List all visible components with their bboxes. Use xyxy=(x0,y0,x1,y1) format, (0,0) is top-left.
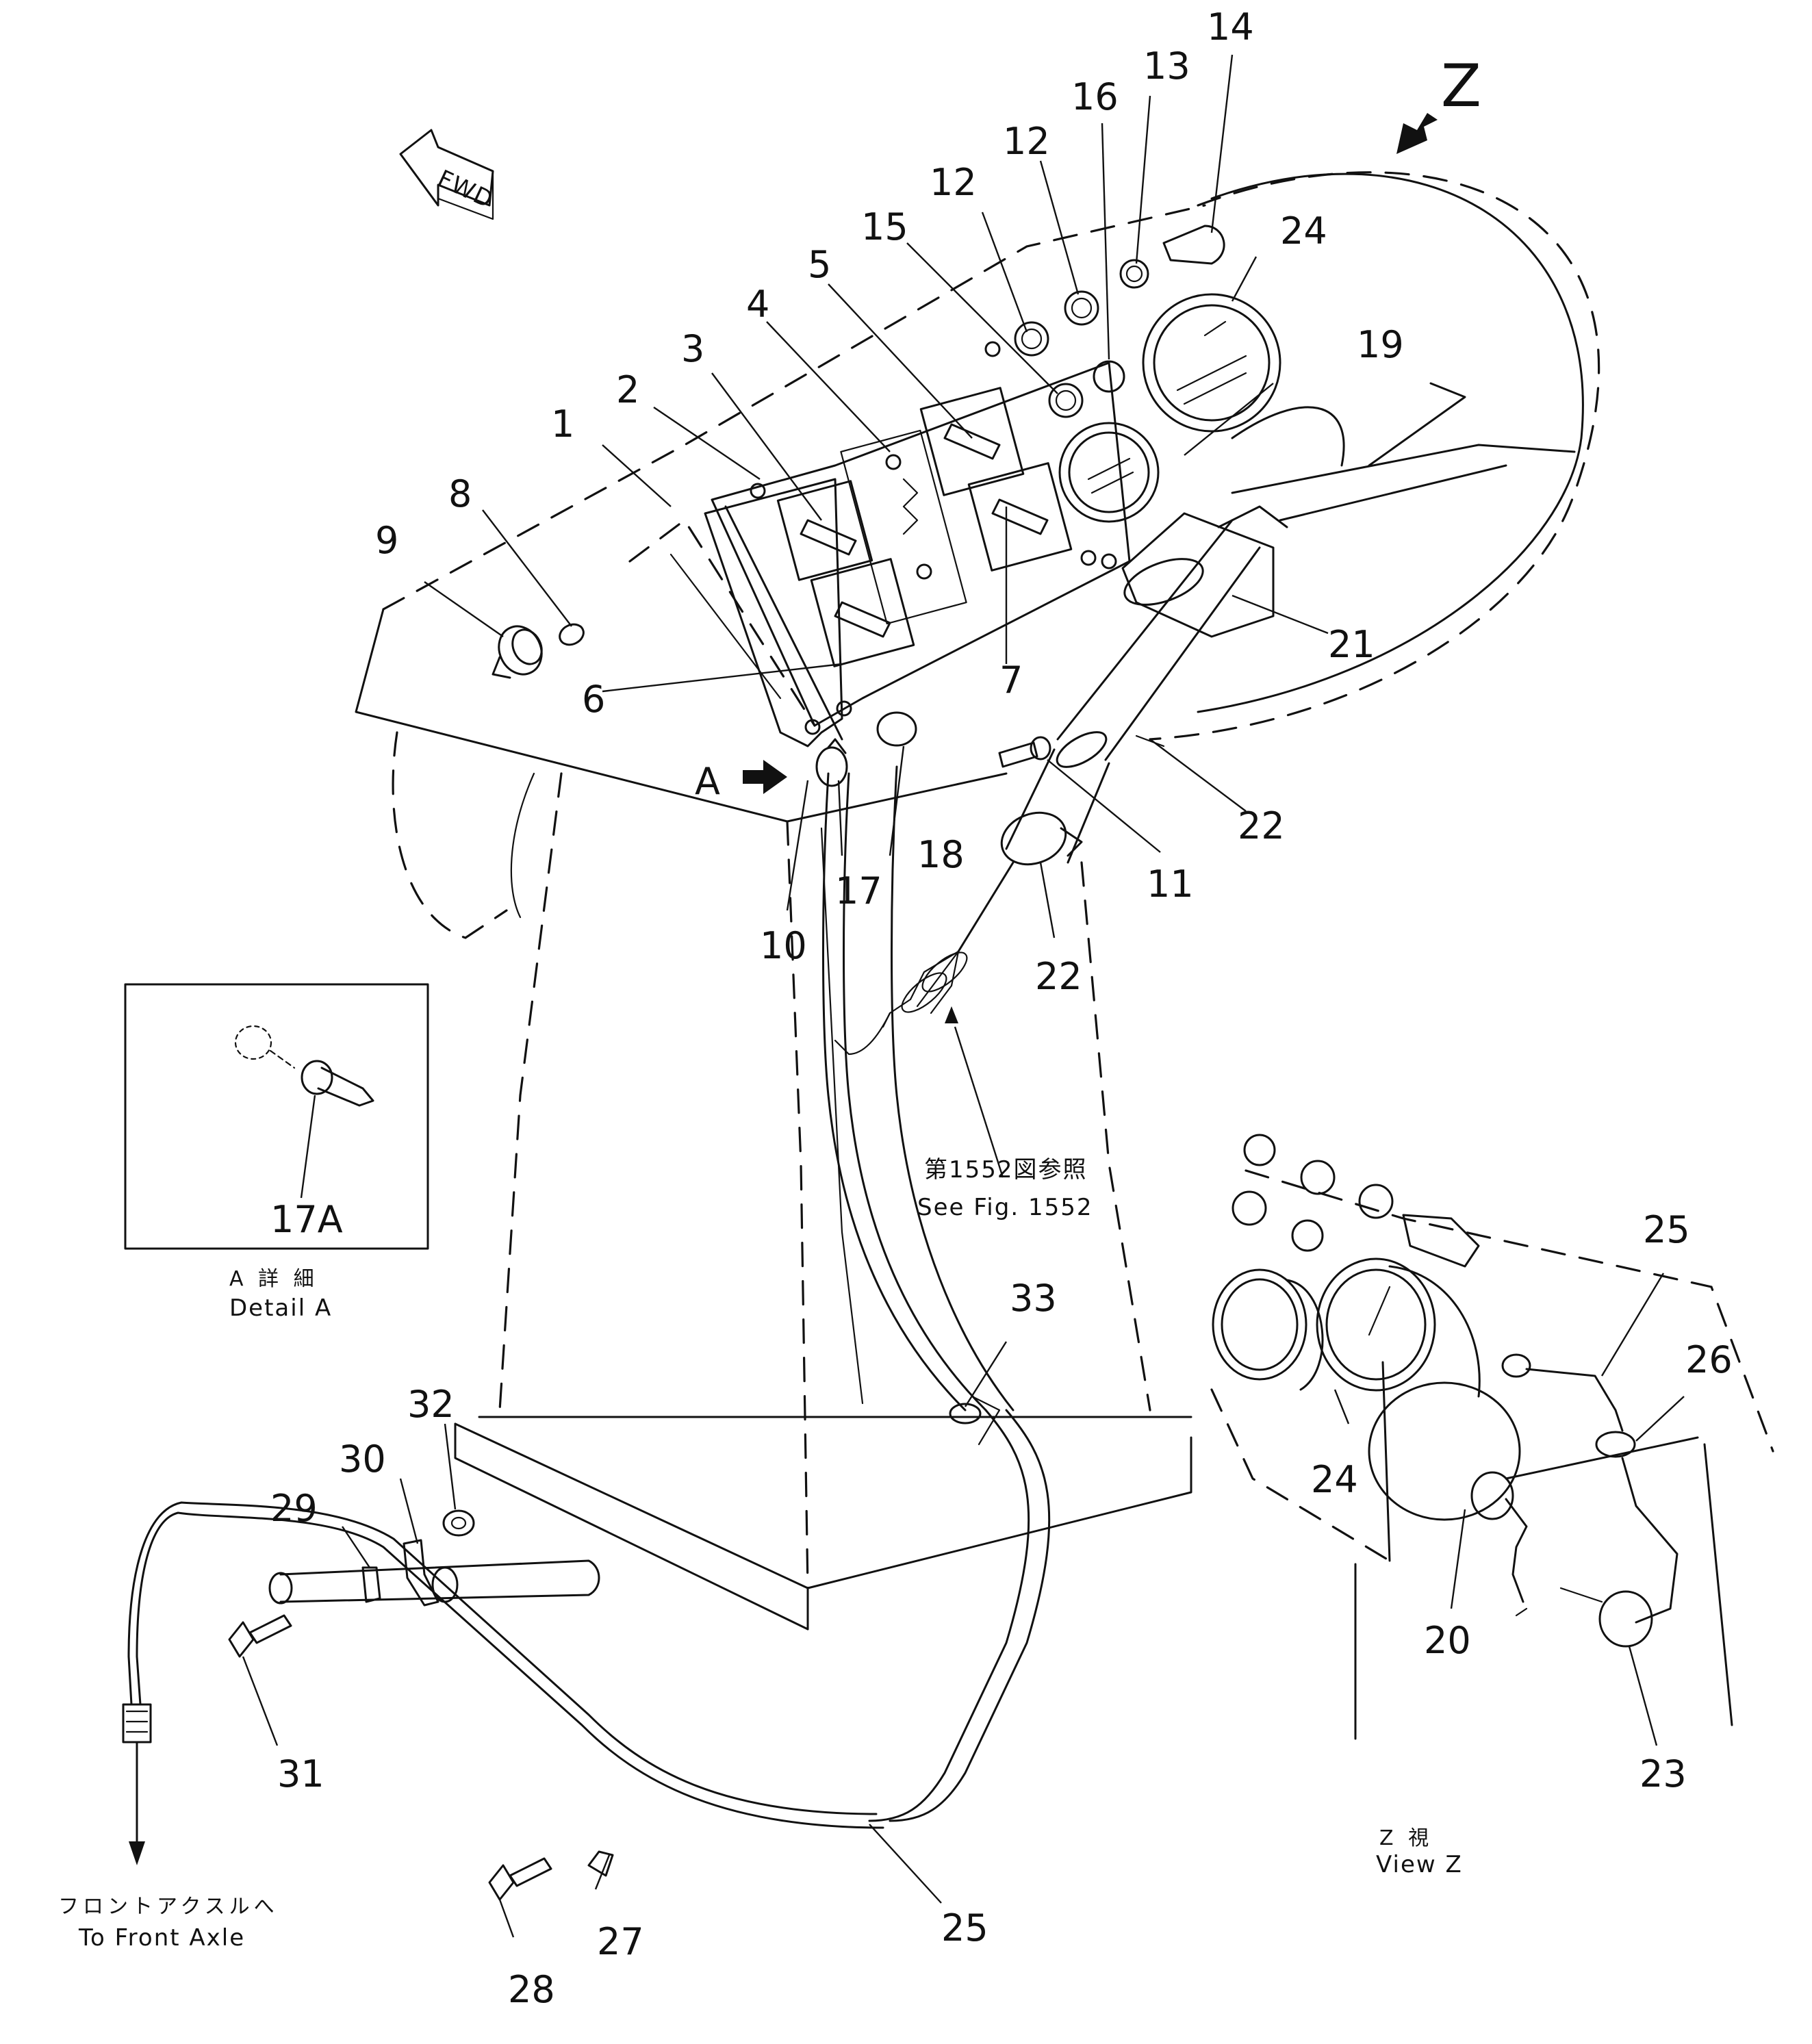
label-11: 11 xyxy=(1147,863,1194,906)
instrument-panel xyxy=(628,341,1131,748)
label-24b: 24 xyxy=(1311,1458,1358,1501)
label-3: 3 xyxy=(681,327,704,370)
view-z-inset xyxy=(1210,1134,1774,1740)
label-29: 29 xyxy=(270,1487,318,1530)
label-33: 33 xyxy=(1010,1277,1057,1320)
arrow-a-label: A xyxy=(695,760,720,803)
view-z-arrow: Z xyxy=(1396,52,1481,154)
front-axle-caption-en: To Front Axle xyxy=(78,1924,245,1952)
label-31: 31 xyxy=(277,1752,324,1796)
front-axle-cable xyxy=(122,1403,982,1901)
label-25b: 25 xyxy=(941,1906,988,1950)
label-17: 17 xyxy=(835,869,882,912)
view-z-letter: Z xyxy=(1441,52,1481,120)
label-22a: 22 xyxy=(1238,804,1285,847)
label-9: 9 xyxy=(375,519,398,562)
see-fig-leader xyxy=(954,1026,1004,1178)
label-18: 18 xyxy=(917,833,965,876)
fwd-label: FWD xyxy=(433,165,498,214)
view-z-caption-jp: Z 視 xyxy=(1379,1826,1433,1850)
label-17a: 17A xyxy=(270,1198,343,1241)
label-19: 19 xyxy=(1357,323,1404,366)
dashboard-lamps xyxy=(1014,225,1281,523)
label-4: 4 xyxy=(746,283,769,326)
view-z-caption-en: View Z xyxy=(1376,1851,1463,1878)
label-13: 13 xyxy=(1143,44,1190,88)
see-fig-caption-en: See Fig. 1552 xyxy=(917,1194,1093,1221)
label-28: 28 xyxy=(508,1968,555,2011)
label-8: 8 xyxy=(448,472,472,515)
label-2: 2 xyxy=(616,368,639,411)
label-12b: 12 xyxy=(1003,120,1050,163)
detail-a-box: 17A xyxy=(124,983,429,1250)
label-27: 27 xyxy=(597,1920,644,1963)
label-30: 30 xyxy=(339,1438,386,1481)
label-20: 20 xyxy=(1424,1619,1471,1662)
detail-a-caption-en: Detail A xyxy=(229,1294,332,1322)
label-14: 14 xyxy=(1207,5,1254,49)
label-7: 7 xyxy=(999,659,1023,702)
label-6: 6 xyxy=(582,678,605,721)
detail-a-arrow: A xyxy=(695,760,787,803)
console-parts xyxy=(492,623,1165,1822)
leader-lines xyxy=(242,54,1685,1938)
label-21: 21 xyxy=(1328,623,1375,666)
front-axle-caption-jp: フロントアクスルへ xyxy=(58,1895,279,1919)
label-24a: 24 xyxy=(1280,209,1327,253)
detail-a-caption-jp: A 詳 細 xyxy=(229,1267,318,1291)
combination-switch xyxy=(1101,505,1288,638)
part-labels: 1 2 3 4 5 6 7 8 9 10 11 12 12 13 14 15 1… xyxy=(270,5,1733,2011)
label-26: 26 xyxy=(1685,1338,1733,1381)
label-1: 1 xyxy=(551,403,574,446)
label-5: 5 xyxy=(808,243,831,286)
label-22b: 22 xyxy=(1035,955,1082,998)
label-15: 15 xyxy=(861,205,908,248)
label-10: 10 xyxy=(760,924,807,967)
label-25a: 25 xyxy=(1643,1208,1690,1251)
label-23: 23 xyxy=(1639,1752,1687,1796)
fwd-arrow: FWD xyxy=(399,129,498,220)
see-fig-caption-jp: 第1552図参照 xyxy=(924,1156,1088,1184)
label-16: 16 xyxy=(1071,75,1119,118)
console-body xyxy=(355,171,1600,1631)
label-12a: 12 xyxy=(930,161,977,204)
label-32: 32 xyxy=(407,1383,455,1426)
